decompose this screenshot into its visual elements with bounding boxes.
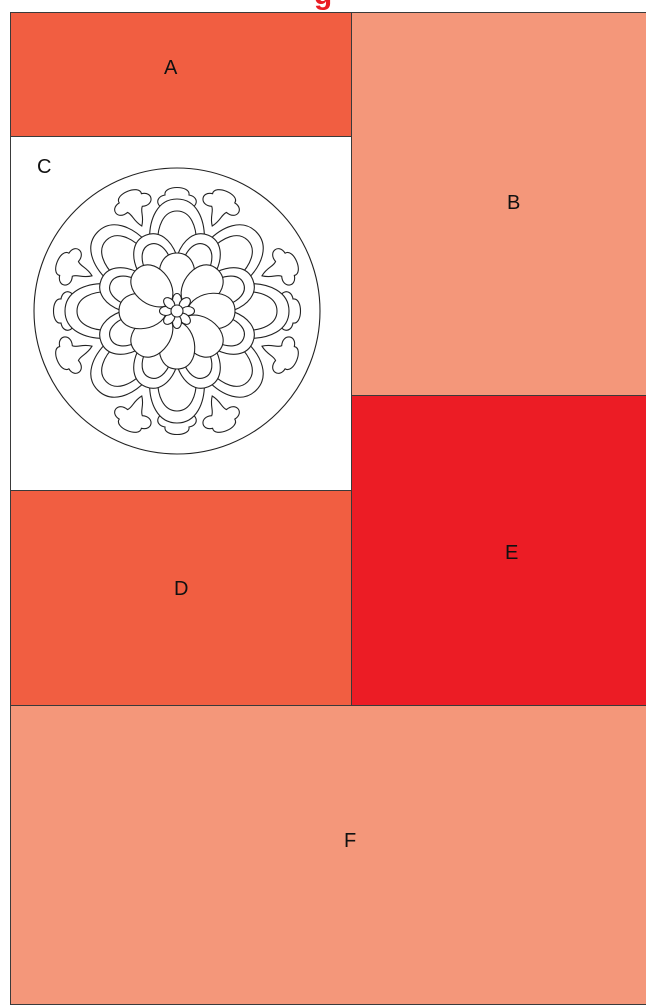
block-a-label: A (164, 58, 177, 78)
block-b-label: B (507, 193, 520, 213)
block-d-label: D (174, 579, 188, 599)
title-fragment: g (0, 0, 646, 10)
mandala-center (171, 305, 183, 317)
block-d: D (10, 490, 352, 706)
block-e-label: E (505, 543, 518, 563)
block-e: E (351, 395, 646, 706)
mandala-icon (31, 165, 323, 457)
block-f-label: F (344, 831, 356, 851)
block-b: B (351, 12, 646, 396)
block-f: F (10, 705, 646, 1005)
block-a: A (10, 12, 352, 137)
block-c: C (10, 136, 352, 491)
